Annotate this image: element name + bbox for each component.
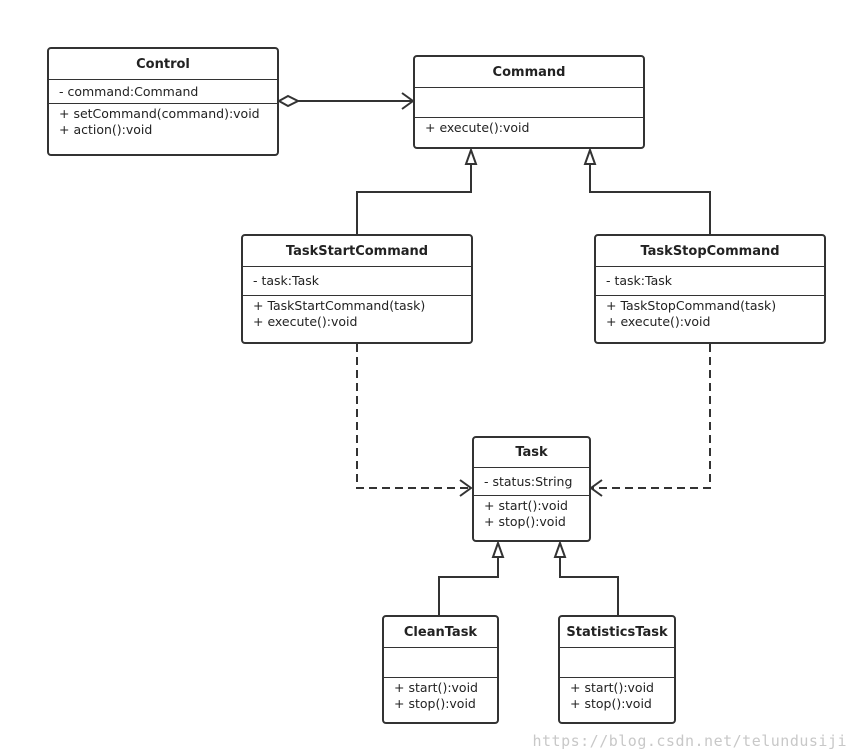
class-attributes (384, 648, 497, 678)
generalization-taskstart-triangle (464, 147, 478, 165)
attribute: - status:String (484, 473, 573, 489)
class-operations: + execute():void (415, 118, 643, 147)
attribute: - task:Task (606, 273, 672, 288)
operation: + execute():void (606, 314, 711, 329)
aggregation-diamond (276, 94, 301, 108)
class-name: Control (49, 49, 277, 80)
class-clean-task[interactable]: CleanTask + start():void + stop():void (382, 615, 499, 724)
class-control[interactable]: Control - command:Command + setCommand(c… (47, 47, 279, 156)
operation: + TaskStopCommand(task) (606, 298, 777, 313)
class-name: TaskStartCommand (243, 236, 471, 267)
operation: + start():void (394, 680, 478, 695)
class-attributes: - status:String (474, 468, 589, 496)
attribute: - command:Command (59, 83, 199, 99)
class-attributes (560, 648, 674, 678)
generalization-taskstop-triangle (583, 147, 597, 165)
class-statistics-task[interactable]: StatisticsTask + start():void + stop():v… (558, 615, 676, 724)
generalization-taskstop-command-line (589, 165, 711, 235)
generalization-taskstart-command-line (356, 165, 472, 235)
class-attributes: - task:Task (596, 267, 824, 296)
operation: + start():void (484, 498, 568, 513)
dependency-taskstop-arrowhead (589, 479, 603, 497)
class-name: Task (474, 438, 589, 468)
class-task[interactable]: Task - status:String + start():void + st… (472, 436, 591, 542)
watermark: https://blog.csdn.net/telundusiji (532, 732, 847, 750)
class-task-start-command[interactable]: TaskStartCommand - task:Task + TaskStart… (241, 234, 473, 344)
operation: + stop():void (394, 696, 476, 711)
class-attributes: - task:Task (243, 267, 471, 296)
operation: + action():void (59, 122, 153, 137)
class-operations: + TaskStartCommand(task) + execute():voi… (243, 296, 471, 342)
class-operations: + TaskStopCommand(task) + execute():void (596, 296, 824, 342)
class-operations: + start():void + stop():void (384, 678, 497, 722)
class-command[interactable]: Command + execute():void (413, 55, 645, 149)
class-name: CleanTask (384, 617, 497, 648)
operation: + TaskStartCommand(task) (253, 298, 426, 313)
class-operations: + start():void + stop():void (474, 496, 589, 540)
operation: + execute():void (425, 120, 530, 135)
operation: + stop():void (570, 696, 652, 711)
class-task-stop-command[interactable]: TaskStopCommand - task:Task + TaskStopCo… (594, 234, 826, 344)
operation: + execute():void (253, 314, 358, 329)
class-name: StatisticsTask (560, 617, 674, 648)
generalization-cleantask-task-line (438, 558, 499, 616)
operation: + setCommand(command):void (59, 106, 260, 121)
class-attributes: - command:Command (49, 80, 277, 104)
class-attributes (415, 88, 643, 118)
generalization-statisticstask-triangle (553, 540, 567, 558)
class-name: Command (415, 57, 643, 88)
class-name: TaskStopCommand (596, 236, 824, 267)
operation: + stop():void (484, 514, 566, 529)
class-operations: + start():void + stop():void (560, 678, 674, 722)
dependency-taskstop-task-line (592, 344, 711, 489)
dependency-taskstart-arrowhead (459, 479, 473, 497)
dependency-taskstart-task-line (356, 344, 470, 489)
generalization-statisticstask-task-line (559, 558, 619, 616)
operation: + start():void (570, 680, 654, 695)
generalization-cleantask-triangle (491, 540, 505, 558)
class-operations: + setCommand(command):void + action():vo… (49, 104, 277, 154)
attribute: - task:Task (253, 273, 319, 288)
